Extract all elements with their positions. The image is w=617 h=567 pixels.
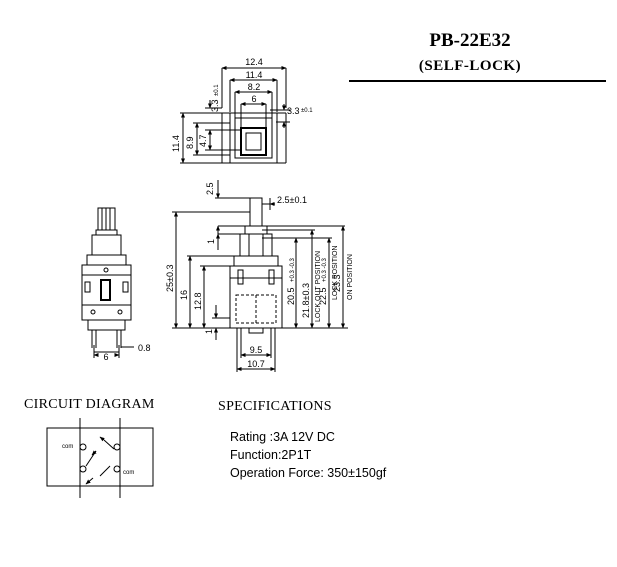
dim-8-9: 8.9	[185, 136, 195, 149]
specifications-heading: SPECIFICATIONS	[218, 399, 332, 414]
top-view	[180, 66, 290, 164]
side-dim-20-5-tol: +0.3 -0.3	[290, 257, 296, 282]
side-dim-22-5: 22.5	[318, 287, 328, 305]
part-number-title: PB-22E32	[429, 30, 511, 51]
dim-3-3-left: 3.3	[210, 99, 220, 112]
side-dim-23-3: 23.3	[332, 274, 342, 292]
lock-position-label: LOCK POSITION	[332, 246, 339, 300]
dim-3-3-left-tol: ±0.1	[214, 84, 220, 96]
side-dim-21-8: 21.8±0.3	[301, 283, 311, 318]
dim-6: 6	[251, 94, 256, 104]
side-dim-16: 16	[179, 290, 189, 300]
side-dim-20-5: 20.5	[286, 287, 296, 305]
com-label-right: com	[123, 470, 134, 476]
front-dim-6: 6	[103, 352, 108, 362]
lock-out-position-label: LOCK OUT POSITION	[315, 251, 322, 322]
com-label-left: com	[62, 444, 73, 450]
dim-11-4-width: 11.4	[246, 70, 263, 80]
front-dim-0-8: 0.8	[138, 343, 151, 353]
side-dim-25: 25±0.3	[165, 265, 175, 292]
spec-rating: Rating :3A 12V DC	[230, 430, 335, 444]
circuit-diagram-heading: CIRCUIT DIAGRAM	[24, 397, 155, 412]
dim-4-7: 4.7	[198, 134, 208, 147]
side-dim-1-top: 1	[206, 239, 216, 244]
side-dim-9-5: 9.5	[250, 345, 263, 355]
dim-3-3-right: 3.3	[287, 106, 300, 116]
side-dim-2-5-tol: 2.5±0.1	[277, 195, 307, 205]
side-dim-12-8: 12.8	[193, 292, 203, 310]
side-view	[172, 180, 348, 372]
side-dim-1-bottom: 1	[204, 329, 214, 334]
dim-8-2: 8.2	[248, 82, 261, 92]
dim-3-3-right-tol: ±0.1	[301, 108, 313, 114]
side-dim-22-5-tol: +0.3 -0.3	[322, 257, 328, 282]
on-position-label: ON POSITION	[347, 254, 354, 300]
spec-operation-force: Operation Force: 350±150gf	[230, 466, 387, 480]
dim-11-4-height: 11.4	[171, 135, 181, 152]
front-view	[81, 207, 134, 358]
side-dim-10-7: 10.7	[247, 359, 265, 369]
dim-12-4: 12.4	[245, 57, 263, 67]
title-underline	[349, 80, 606, 82]
side-dim-2-5: 2.5	[205, 182, 215, 195]
circuit-diagram	[46, 418, 154, 498]
spec-function: Function:2P1T	[230, 448, 312, 462]
switch-type-subtitle: (SELF-LOCK)	[418, 58, 522, 74]
